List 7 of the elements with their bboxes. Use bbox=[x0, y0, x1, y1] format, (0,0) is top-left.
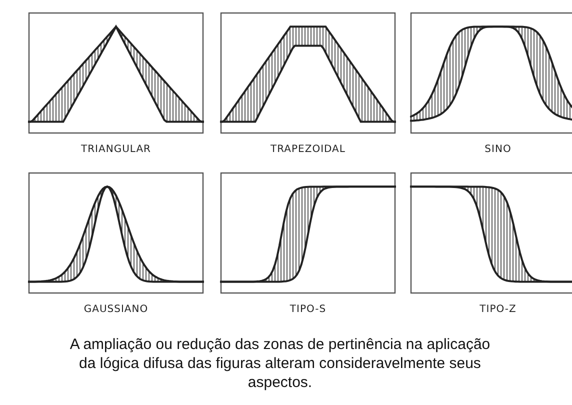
plot-label: TIPO-Z bbox=[480, 304, 516, 315]
plot-label: TIPO-S bbox=[290, 304, 326, 315]
caption: A ampliação ou redução das zonas de pertinência na aplicação da lógica difusa das figuras alteram consideravelmente seus aspectos. bbox=[68, 335, 492, 392]
plot-label: GAUSSIANO bbox=[84, 304, 148, 315]
plot-label: SINO bbox=[484, 144, 512, 155]
plot-label: TRAPEZOIDAL bbox=[270, 144, 346, 155]
plot-label: TRIANGULAR bbox=[81, 144, 151, 155]
